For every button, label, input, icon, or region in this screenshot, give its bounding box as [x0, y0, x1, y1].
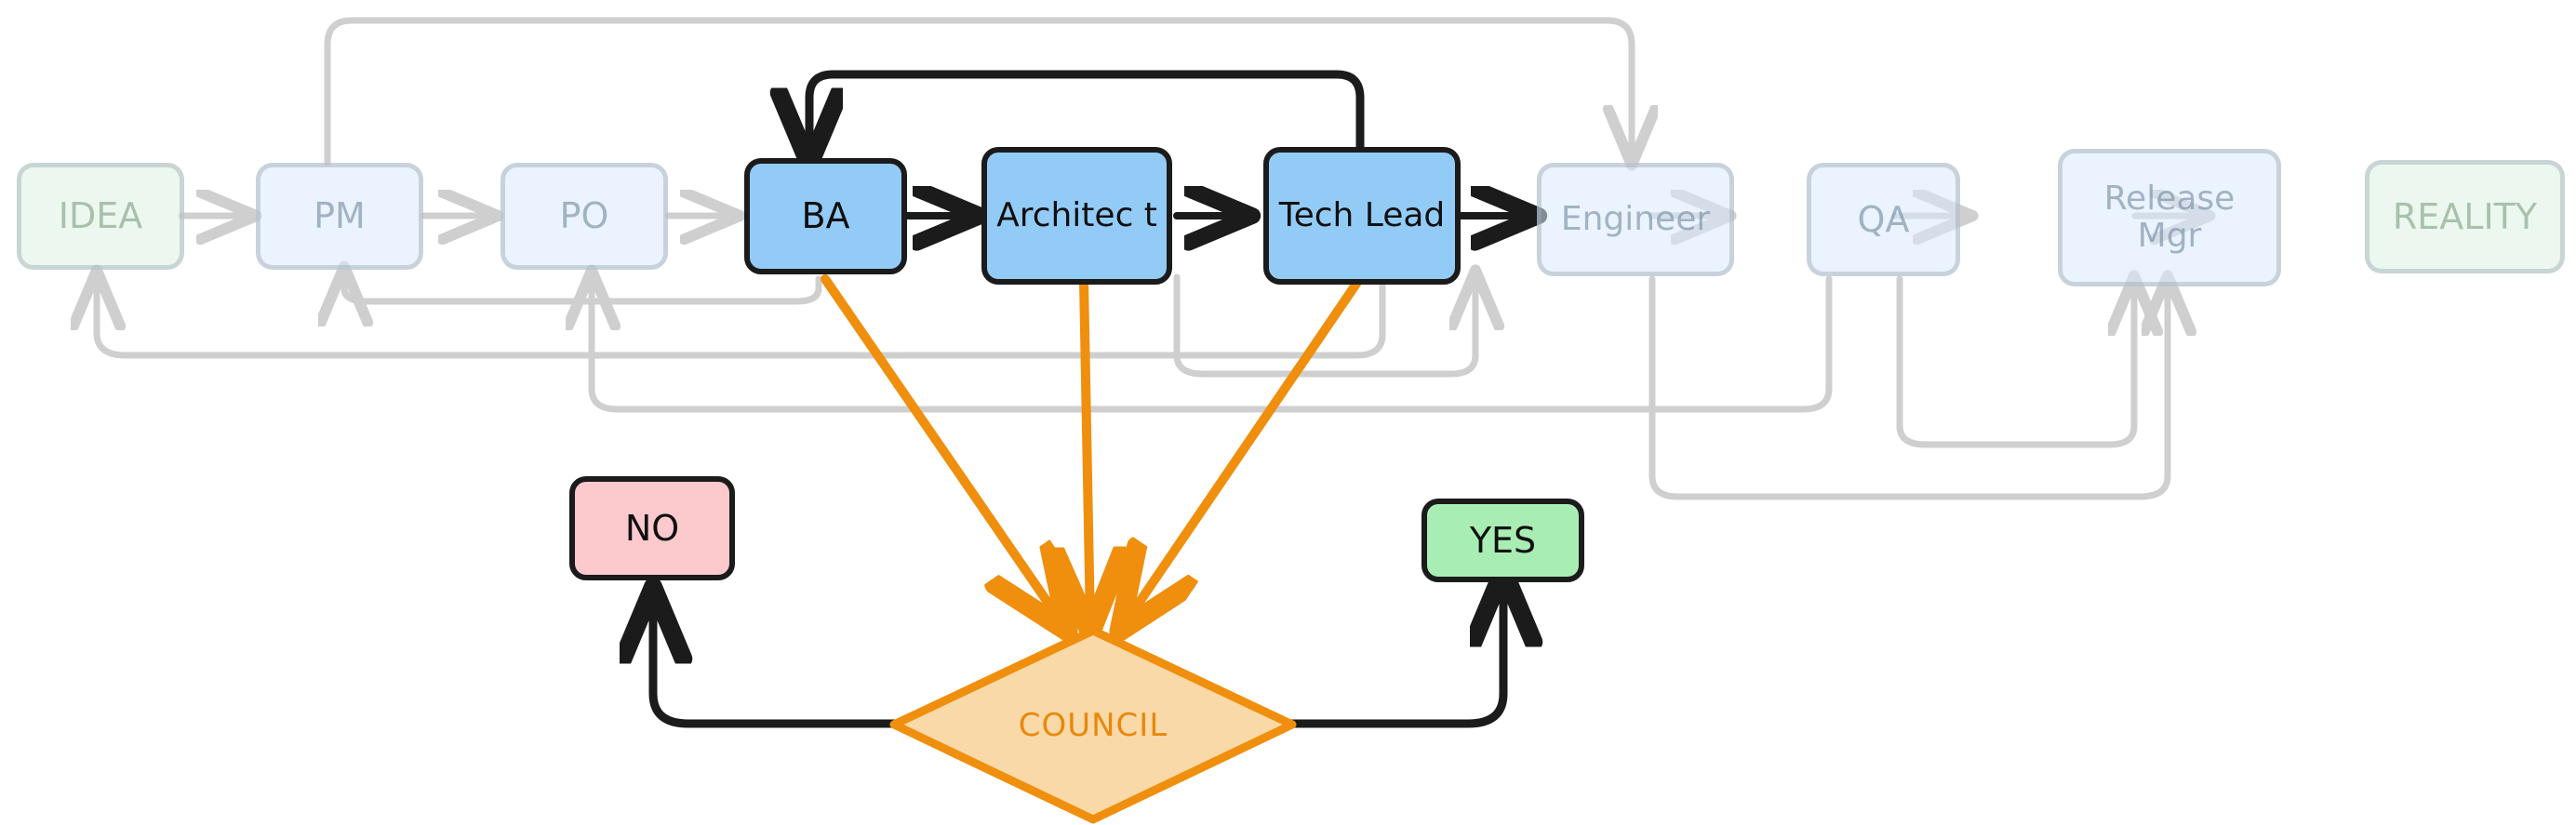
node-po-label: PO [559, 195, 609, 237]
node-pm[interactable]: PM [256, 163, 423, 270]
feedback-techlead-to-idea [97, 275, 1386, 359]
node-ba-label: BA [801, 195, 850, 237]
node-qa[interactable]: QA [1807, 163, 1960, 276]
node-ba[interactable]: BA [744, 158, 907, 274]
node-reality-label: REALITY [2392, 195, 2538, 237]
node-techlead-label: Tech Lead [1278, 195, 1446, 234]
feedback-pm-to-engineer [324, 17, 1632, 163]
node-council-label: COUNCIL [1018, 706, 1168, 744]
feedback-releasemgr-to-qa [1896, 279, 2134, 448]
edge-techlead-to-council [1124, 276, 1363, 625]
feedback-releasemgr-to-engineer [1648, 279, 2168, 500]
node-qa-label: QA [1857, 198, 1910, 240]
node-engineer-label: Engineer [1560, 199, 1711, 238]
node-idea[interactable]: IDEA [17, 163, 184, 270]
council-input-edges [821, 274, 1363, 625]
edge-architect-to-council [1084, 276, 1090, 625]
node-po[interactable]: PO [501, 163, 668, 270]
node-reality[interactable]: REALITY [2365, 160, 2565, 273]
edge-ba-to-council [821, 274, 1063, 625]
node-engineer[interactable]: Engineer [1537, 163, 1734, 276]
feedback-techlead-to-ba [809, 70, 1365, 160]
node-architect-label: Architec t [996, 195, 1157, 234]
node-no[interactable]: NO [569, 476, 735, 580]
edge-council-to-no [653, 593, 914, 728]
feedback-ba-to-pm [344, 272, 822, 301]
node-pm-label: PM [314, 195, 366, 237]
node-architect[interactable]: Architec t [981, 147, 1172, 285]
node-release-mgr[interactable]: Release Mgr [2058, 149, 2281, 286]
feedback-qa-to-architect [592, 275, 1833, 413]
node-no-label: NO [624, 507, 680, 549]
council-outcome-edges [653, 577, 1503, 728]
node-yes-label: YES [1469, 519, 1537, 561]
council-diamond-shape [889, 626, 1297, 824]
node-yes[interactable]: YES [1421, 499, 1584, 582]
node-idea-label: IDEA [58, 195, 143, 237]
edge-council-to-yes [1277, 577, 1503, 728]
node-release-mgr-label: Release Mgr [2103, 179, 2236, 255]
node-techlead[interactable]: Tech Lead [1263, 147, 1461, 285]
feedback-engineer-to-techlead [1173, 275, 1475, 378]
node-council[interactable]: COUNCIL [888, 625, 1298, 825]
